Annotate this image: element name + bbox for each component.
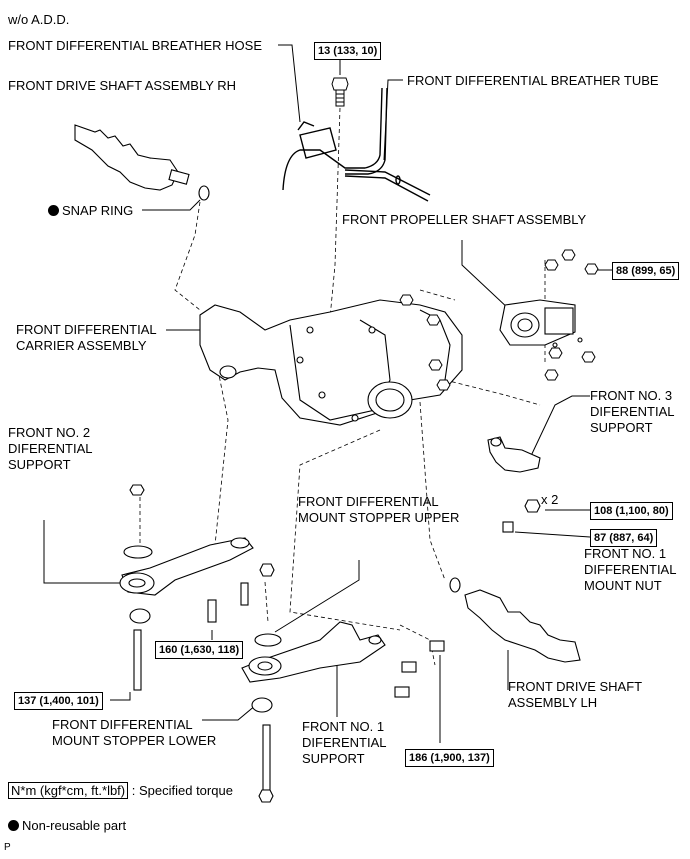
- leader-torque-137: [110, 692, 131, 701]
- label-no3-support-1: FRONT NO. 3: [590, 388, 673, 403]
- label-mount-nut-1: FRONT NO. 1: [584, 546, 667, 561]
- label-no1-support-1: FRONT NO. 1: [302, 719, 385, 734]
- label-breather-hose: FRONT DIFFERENTIAL BREATHER HOSE: [8, 38, 263, 53]
- legend-torque-unit: N*m (kgf*cm, ft.*lbf): [8, 782, 129, 799]
- legend-torque: N*m (kgf*cm, ft.*lbf) : Specified torque: [8, 782, 233, 799]
- torque-137: 137 (1,400, 101): [14, 692, 103, 710]
- label-no3-support-3: SUPPORT: [590, 420, 653, 435]
- label-stopper-lower-1: FRONT DIFFERENTIAL: [52, 717, 193, 732]
- leader-no2-support: [43, 520, 120, 584]
- leader-torque-87: [514, 531, 591, 538]
- torque-88: 88 (899, 65): [612, 262, 680, 280]
- leader-stopper-upper: [274, 560, 360, 633]
- torque-186: 186 (1,900, 137): [405, 749, 494, 767]
- leader-breather-hose: [278, 44, 301, 123]
- label-drive-shaft-rh: FRONT DRIVE SHAFT ASSEMBLY RH: [8, 78, 237, 93]
- label-no2-support-3: SUPPORT: [8, 457, 71, 472]
- label-no1-support-2: DIFERENTIAL: [302, 735, 387, 750]
- label-propeller-shaft: FRONT PROPELLER SHAFT ASSEMBLY: [342, 212, 587, 227]
- label-no2-support-1: FRONT NO. 2: [8, 425, 91, 440]
- label-qty: x 2: [541, 492, 559, 507]
- label-stopper-upper-1: FRONT DIFFERENTIAL: [298, 494, 439, 509]
- label-carrier-2: CARRIER ASSEMBLY: [16, 338, 147, 353]
- leader-propeller: [461, 240, 511, 311]
- torque-13: 13 (133, 10): [314, 42, 382, 60]
- label-drive-lh-1: FRONT DRIVE SHAFT: [508, 679, 643, 694]
- legend-nonreusable: Non-reusable part: [8, 818, 126, 834]
- label-no2-support-2: DIFERENTIAL: [8, 441, 93, 456]
- label-no1-support-3: SUPPORT: [302, 751, 365, 766]
- label-breather-tube: FRONT DIFFERENTIAL BREATHER TUBE: [407, 73, 659, 88]
- label-no3-support-2: DIFERENTIAL: [590, 404, 675, 419]
- torque-87: 87 (887, 64): [590, 529, 658, 547]
- torque-160: 160 (1,630, 118): [155, 641, 244, 659]
- torque-108: 108 (1,100, 80): [590, 502, 673, 520]
- label-carrier-1: FRONT DIFFERENTIAL: [16, 322, 157, 337]
- leader-snap-ring: [142, 199, 201, 211]
- non-reusable-dot-icon: [48, 205, 59, 216]
- footer-code: P: [4, 842, 11, 853]
- label-snap-ring: SNAP RING: [48, 203, 133, 219]
- legend-torque-text: : Specified torque: [131, 783, 233, 798]
- label-mount-nut-2: DIFFERENTIAL: [584, 562, 677, 577]
- leader-no3-support: [529, 395, 590, 459]
- label-drive-lh-2: ASSEMBLY LH: [508, 695, 598, 710]
- variant-note: w/o A.D.D.: [8, 12, 70, 27]
- leader-stopper-lower: [202, 704, 257, 721]
- label-stopper-upper-2: MOUNT STOPPER UPPER: [298, 510, 460, 525]
- label-mount-nut-3: MOUNT NUT: [584, 578, 662, 593]
- label-stopper-lower-2: MOUNT STOPPER LOWER: [52, 733, 217, 748]
- non-reusable-dot-icon: [8, 820, 19, 831]
